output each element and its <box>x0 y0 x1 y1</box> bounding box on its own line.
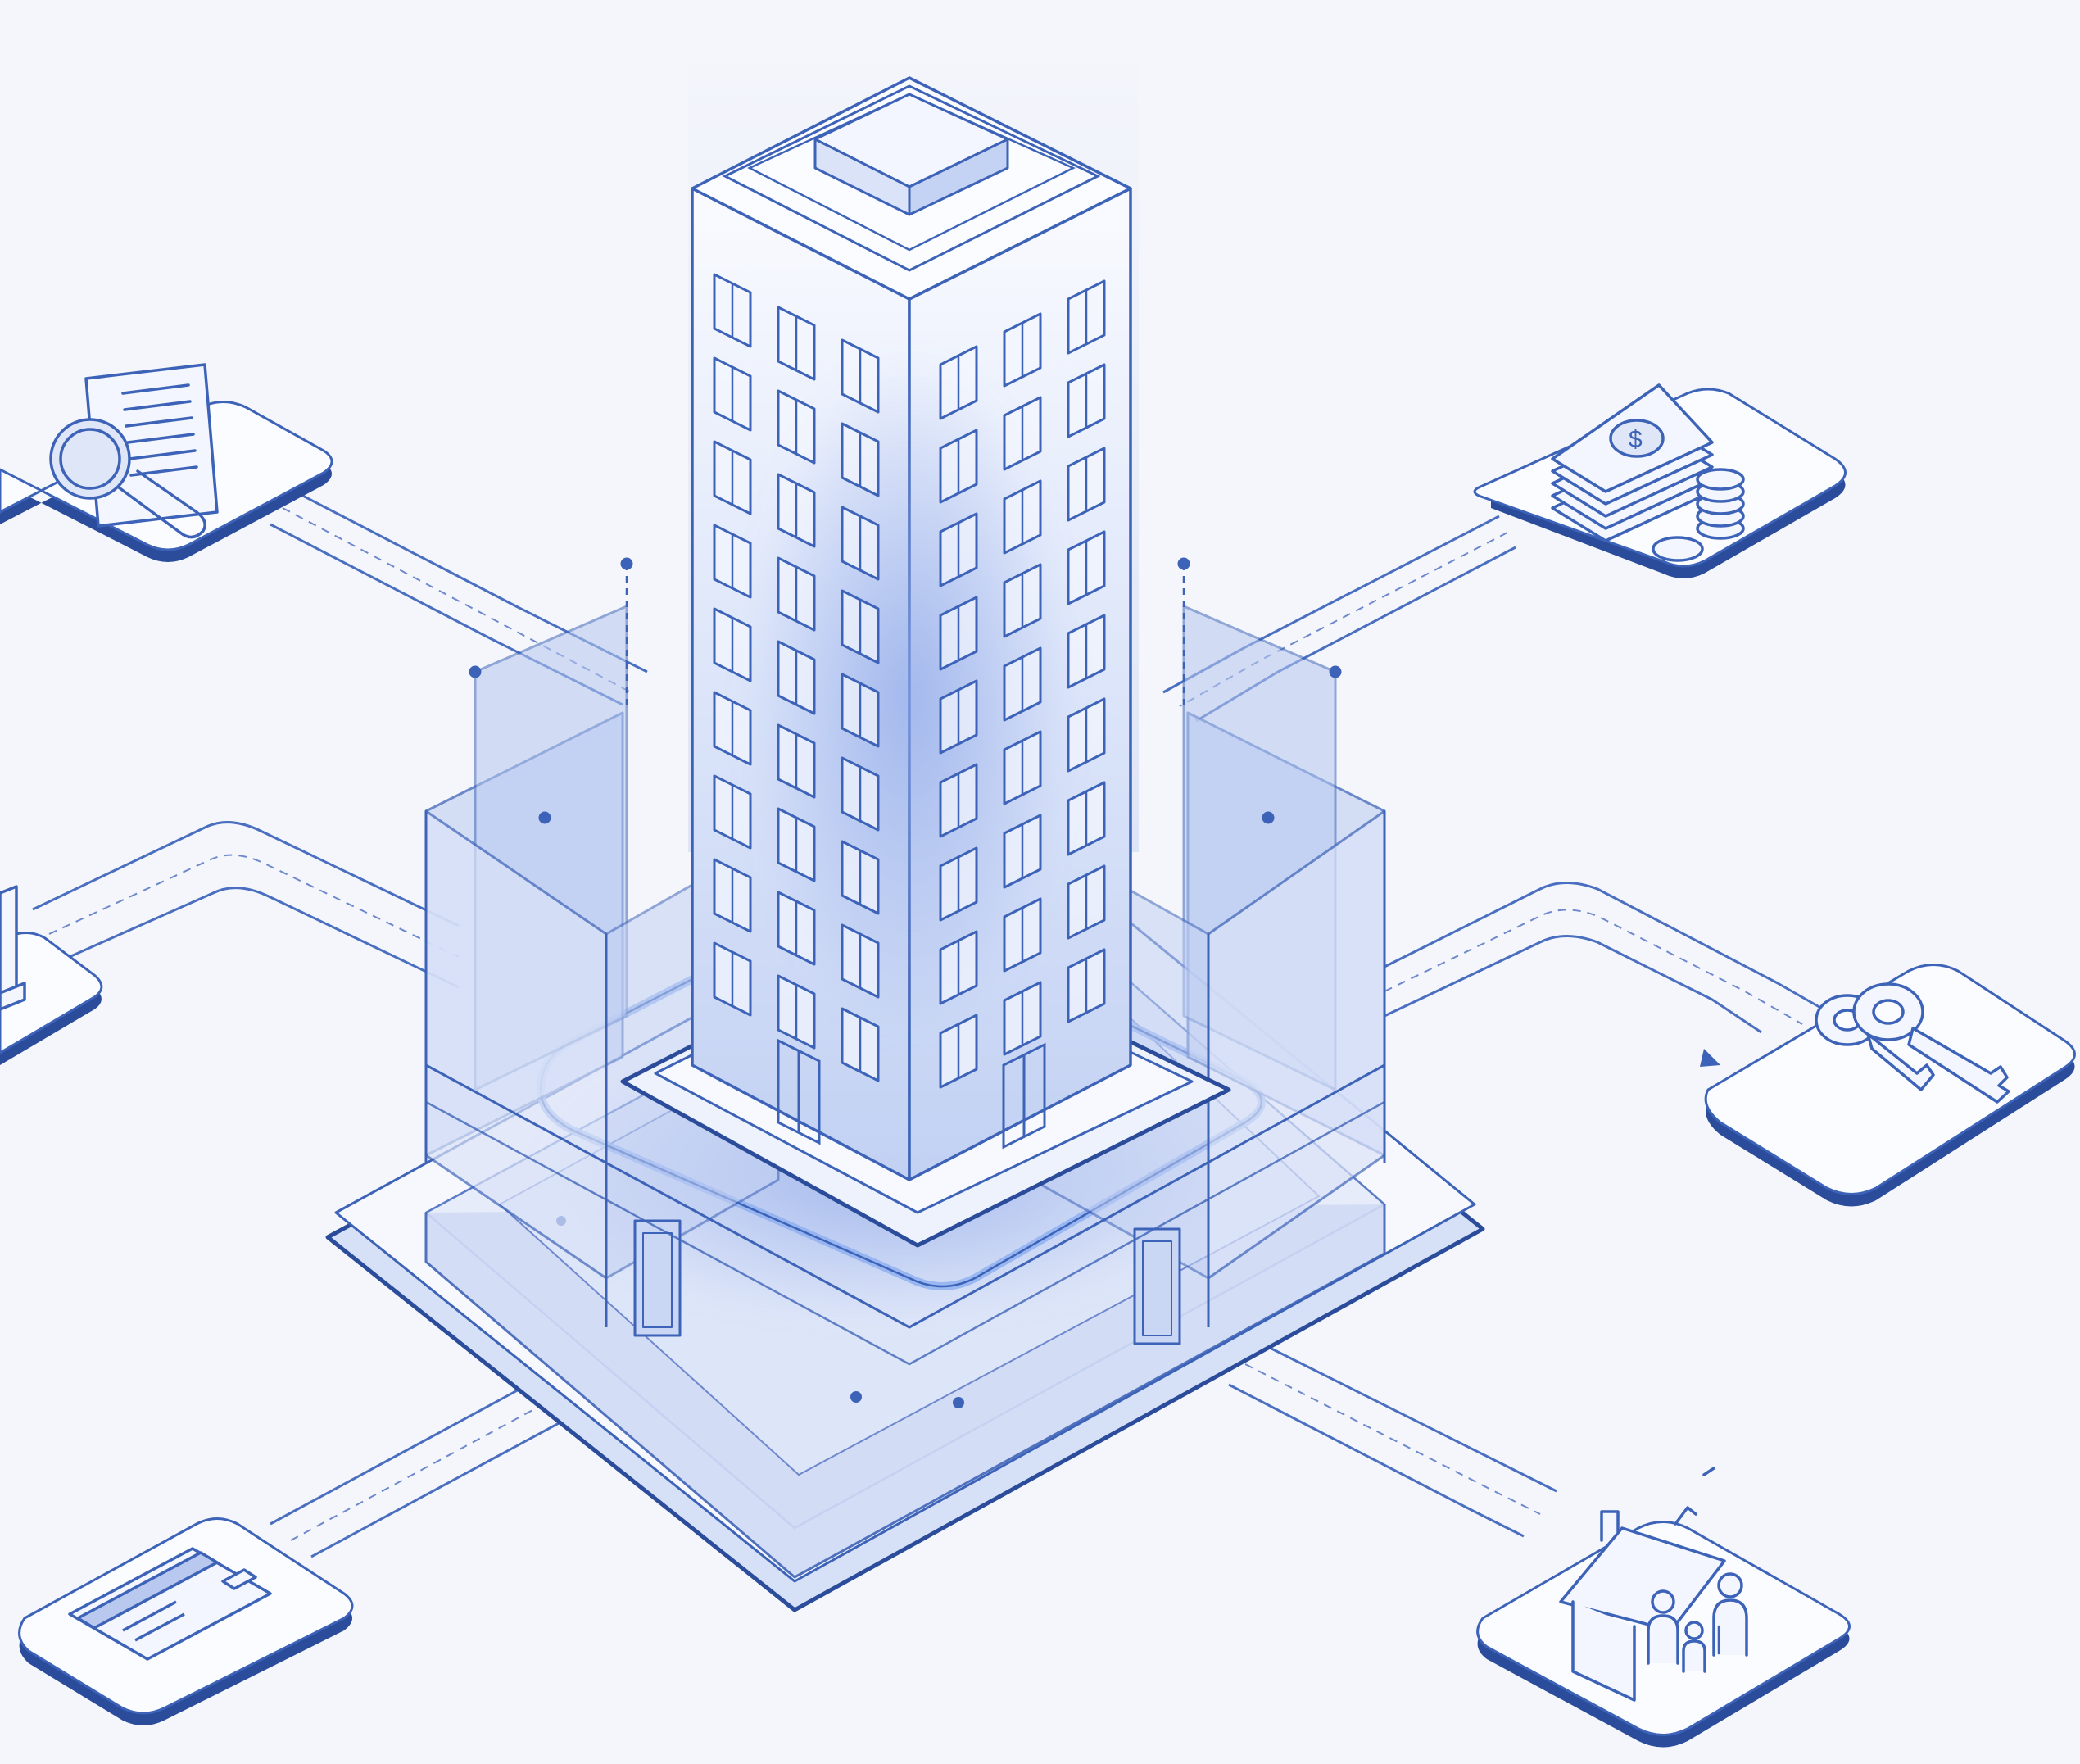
connector-family <box>1228 1342 1557 1538</box>
laptop-icon <box>0 885 26 1011</box>
door-right <box>1133 1227 1181 1345</box>
connector-keys <box>1384 882 1836 1067</box>
document-magnifier-icon <box>49 363 219 539</box>
tower-entrance-right <box>1002 1042 1046 1150</box>
connector-laptop <box>32 821 460 989</box>
cash-and-coins-icon: $ <box>1551 383 1745 562</box>
svg-text:$: $ <box>1629 426 1643 453</box>
node-money[interactable]: $ <box>1473 383 1847 578</box>
office-building-icon <box>620 33 1231 1248</box>
door-left <box>633 1219 682 1337</box>
tower-windows-left <box>713 273 880 1082</box>
node-keys[interactable] <box>1704 964 2076 1207</box>
family-house-icon <box>1559 1467 1748 1702</box>
node-family-home[interactable] <box>1476 1467 1851 1748</box>
credit-card-icon <box>68 1547 272 1661</box>
node-laptop[interactable] <box>0 885 103 1065</box>
tower-entrance-left <box>777 1038 821 1145</box>
keys-icon <box>1815 982 2010 1104</box>
node-card[interactable] <box>18 1517 354 1726</box>
tower-windows-right <box>939 279 1106 1089</box>
node-document-search[interactable] <box>0 363 333 562</box>
